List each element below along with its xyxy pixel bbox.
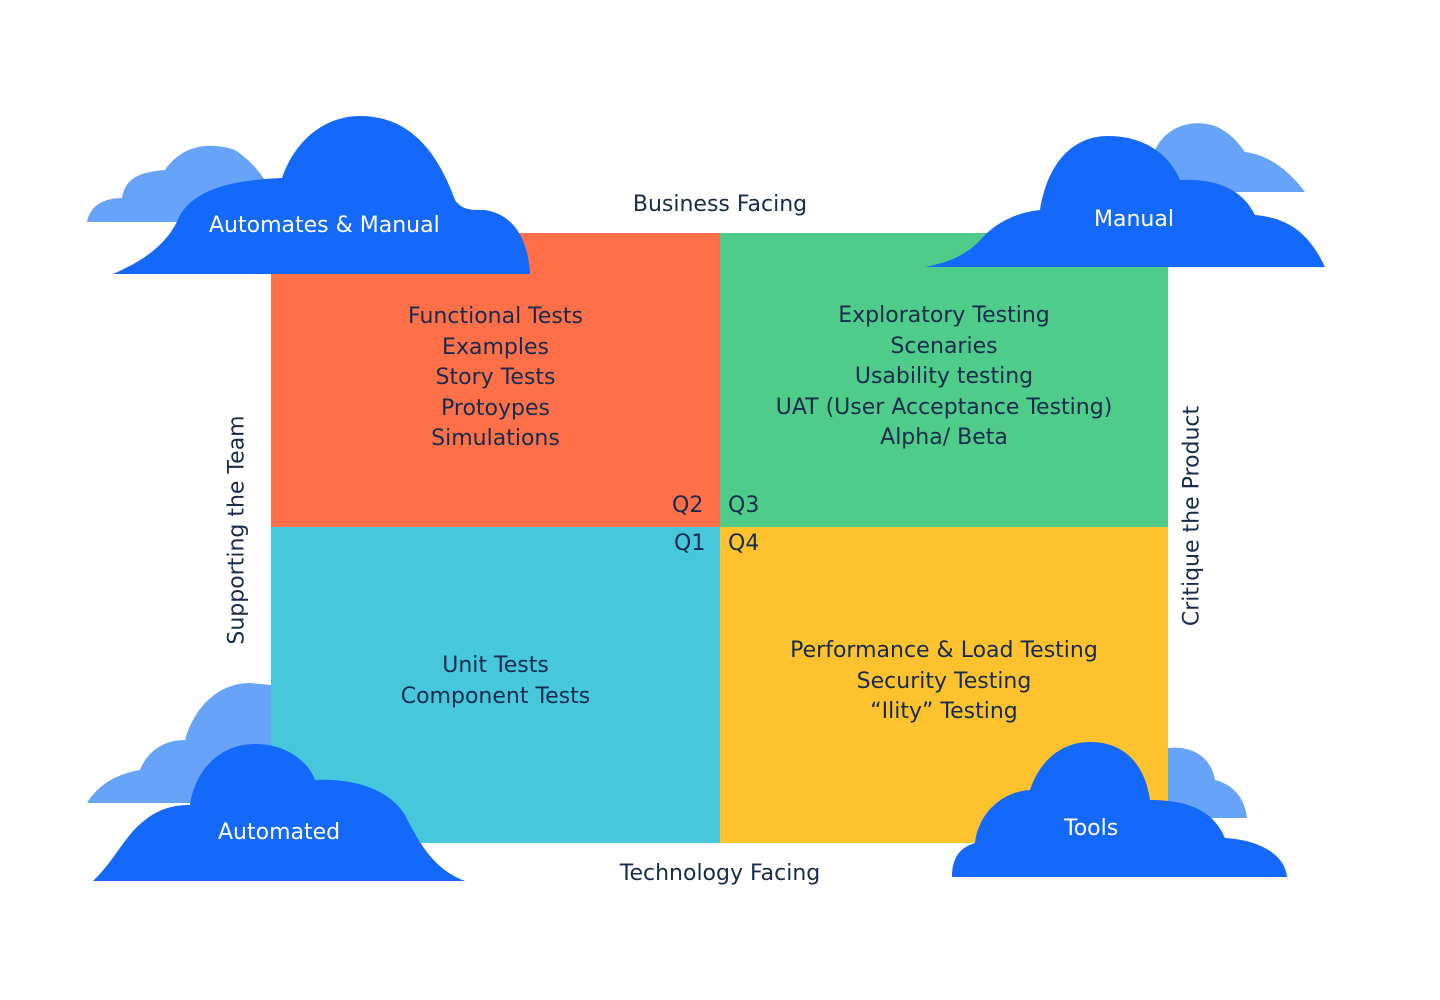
q2-label: Q2	[672, 493, 704, 518]
q2-item: Story Tests	[435, 365, 556, 390]
quadrant-q2	[271, 233, 720, 527]
q1-item: Component Tests	[400, 683, 591, 709]
cloud-light-bottom-right	[1168, 747, 1247, 818]
q3-item: Alpha/ Beta	[880, 425, 1008, 450]
q4-item: Performance & Load Testing	[790, 638, 1098, 663]
cloud-top-right	[925, 136, 1325, 267]
cloud-label-top-left: Automates & Manual	[209, 213, 440, 238]
q3-item: Usability testing	[854, 364, 1034, 389]
axis-label-left: Supporting the Team	[224, 415, 250, 645]
cloud-light-top-right	[1150, 123, 1305, 192]
q3-label: Q3	[728, 493, 760, 518]
q3-item: UAT (User Acceptance Testing)	[775, 394, 1113, 420]
axis-label-right: Critique the Product	[1179, 405, 1205, 627]
q2-item: Functional Tests	[408, 304, 583, 329]
q4-label: Q4	[728, 531, 760, 556]
quadrant-q3	[720, 233, 1168, 527]
q1-items: Unit Tests Component Tests	[271, 651, 720, 712]
q3-items: Exploratory Testing Scenaries Usability …	[720, 301, 1168, 454]
q2-items: Functional Tests Examples Story Tests Pr…	[271, 302, 720, 455]
q3-item: Scenaries	[890, 333, 998, 359]
cloud-label-bottom-right: Tools	[1064, 816, 1119, 841]
q2-item: Simulations	[431, 426, 560, 451]
cloud-label-bottom-left: Automated	[218, 820, 341, 845]
q2-item: Protoypes	[441, 395, 550, 421]
q4-items: Performance & Load Testing Security Test…	[720, 636, 1168, 728]
axis-label-bottom: Technology Facing	[619, 861, 821, 886]
q2-item: Examples	[442, 334, 549, 360]
axis-label-top: Business Facing	[632, 192, 808, 217]
q3-item: Exploratory Testing	[838, 303, 1050, 328]
cloud-label-top-right: Manual	[1094, 207, 1174, 232]
q1-label: Q1	[674, 531, 706, 556]
cloud-top-left	[113, 116, 530, 274]
q4-item: Security Testing	[856, 668, 1032, 694]
cloud-bottom-left	[93, 744, 465, 881]
q1-item: Unit Tests	[442, 653, 549, 678]
q4-item: “Ility” Testing	[870, 699, 1018, 724]
cloud-bottom-right	[952, 742, 1287, 877]
